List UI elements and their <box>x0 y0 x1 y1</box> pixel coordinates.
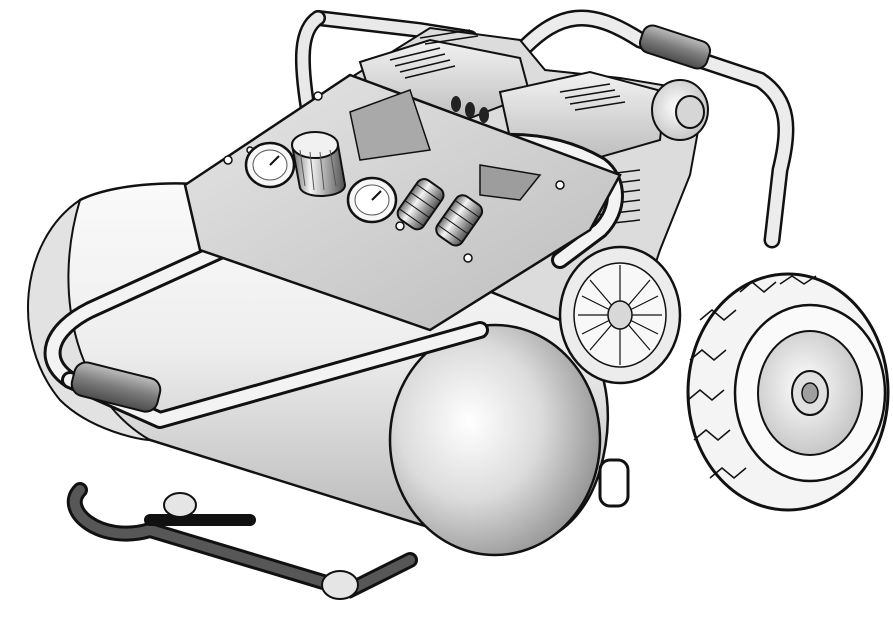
lower-frame <box>66 458 630 600</box>
rear-grip-icon <box>638 24 712 70</box>
tank-pressure-gauge-icon <box>244 141 296 189</box>
vent-slots <box>451 96 489 123</box>
panel-screws <box>223 91 565 263</box>
tank-end-cap <box>388 323 602 557</box>
pulley-icon <box>651 79 709 141</box>
tire-tread <box>687 275 817 479</box>
control-panel <box>183 73 622 332</box>
wheel-icon <box>686 272 890 512</box>
quick-coupler-icon <box>396 178 484 247</box>
front-grip-icon <box>70 361 162 413</box>
motor-fan-icon <box>558 245 682 385</box>
outlet-pressure-gauge-icon <box>346 176 398 224</box>
regulator-knob-icon <box>290 131 347 197</box>
